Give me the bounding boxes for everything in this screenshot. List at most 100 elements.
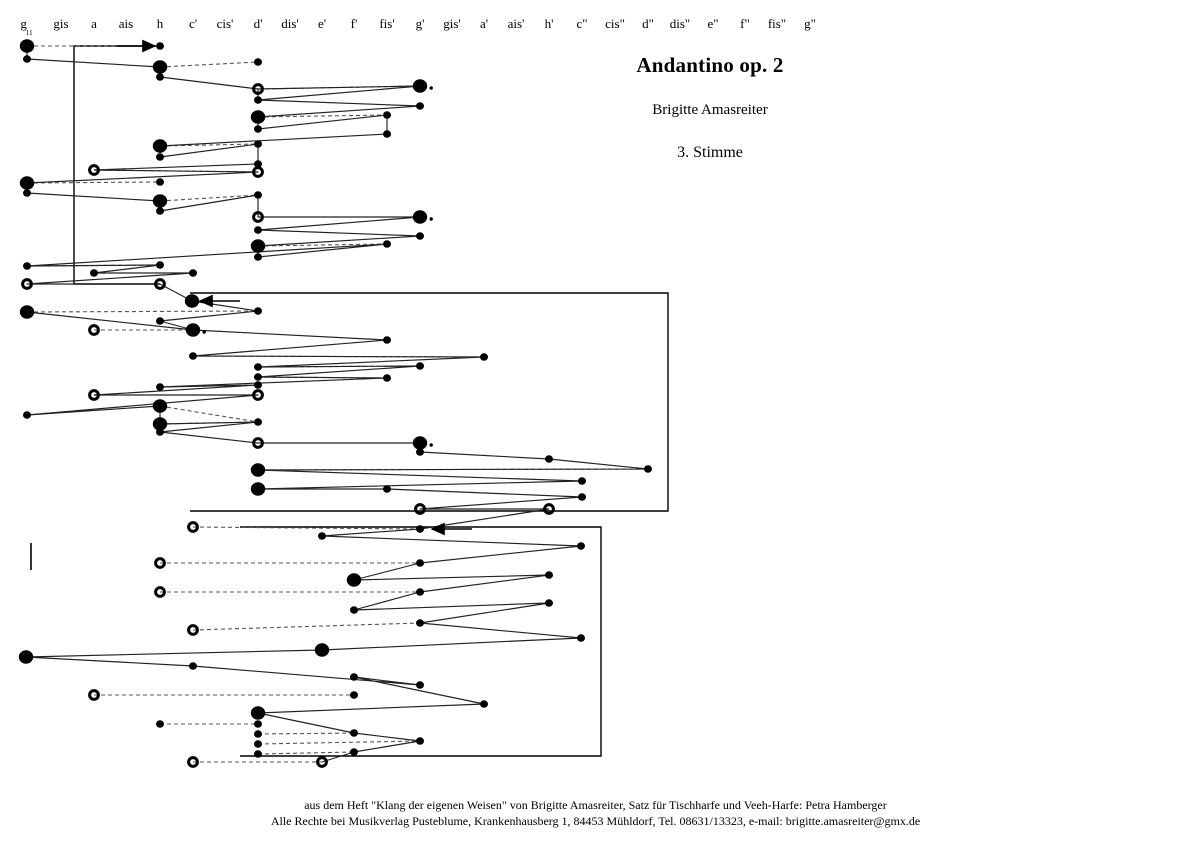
note-whole-18 (88, 164, 100, 176)
note-half-10 (250, 110, 266, 124)
note-quarter-74 (416, 525, 424, 533)
note-quarter-103 (350, 748, 358, 756)
note-quarter-13 (383, 130, 391, 138)
note-whole-77 (154, 557, 166, 569)
note-quarter-92 (416, 681, 424, 689)
note-quarter-86 (416, 619, 424, 627)
note-quarter-90 (189, 662, 197, 670)
note-quarter-25 (156, 207, 164, 215)
pitch-label-4: h (157, 17, 164, 30)
pitch-label-19: d" (642, 17, 654, 30)
part-designation: 3. Stimme (677, 144, 743, 161)
note-quarter-91 (350, 673, 358, 681)
note-quarter-60 (156, 428, 164, 436)
pitch-label-12: g' (416, 17, 425, 30)
pitch-label-text: cis" (605, 16, 625, 31)
pitch-label-23: fis" (768, 17, 786, 30)
note-quarter-95 (480, 700, 488, 708)
melody-line-9 (25, 508, 582, 763)
note-quarter-64 (545, 455, 553, 463)
note-quarter-34 (156, 261, 164, 269)
note-half-89 (18, 650, 34, 664)
note-whole-73 (187, 521, 199, 533)
pitch-label-text: gis (53, 16, 69, 31)
note-half-7 (412, 79, 428, 93)
note-whole-55 (252, 389, 264, 401)
note-half-3 (152, 60, 168, 74)
pitch-label-text: c' (188, 16, 198, 31)
pitch-label-text: e' (317, 16, 327, 31)
note-quarter-47 (480, 353, 488, 361)
note-quarter-32 (254, 253, 262, 261)
note-whole-61 (252, 437, 264, 449)
note-quarter-102 (254, 740, 262, 748)
note-quarter-56 (23, 411, 31, 419)
note-half-0 (19, 39, 35, 53)
melody-line-3 (26, 169, 420, 218)
note-quarter-21 (156, 178, 164, 186)
augmentation-dot-27 (429, 217, 433, 221)
pitch-label-6: cis' (217, 17, 234, 30)
note-quarter-2 (23, 55, 31, 63)
pitch-label-8: dis' (281, 17, 299, 30)
note-quarter-15 (254, 140, 262, 148)
note-quarter-17 (254, 160, 262, 168)
note-whole-37 (21, 278, 33, 290)
duration-dash-34 (257, 751, 355, 755)
footer-line-2: Alle Rechte bei Musikverlag Pusteblume, … (270, 814, 921, 829)
melody-line-4 (26, 216, 421, 302)
note-quarter-99 (350, 729, 358, 737)
note-quarter-52 (156, 383, 164, 391)
pitch-label-24: g" (804, 17, 816, 30)
note-whole-43 (88, 324, 100, 336)
pitch-label-text: gis' (443, 16, 461, 31)
title-block: Andantino op. 2 Brigitte Amasreiter 3. S… (520, 52, 900, 163)
pitch-label-text: d" (642, 16, 654, 31)
note-quarter-36 (189, 269, 197, 277)
duration-dash-3 (257, 114, 388, 118)
pitch-label-subscript: 11 (25, 28, 33, 37)
note-half-39 (184, 294, 200, 308)
pitch-label-text: h' (544, 16, 554, 31)
note-whole-6 (252, 83, 264, 95)
note-quarter-49 (416, 362, 424, 370)
duration-dash-13 (26, 310, 259, 313)
note-quarter-104 (254, 750, 262, 758)
pitch-label-text: d' (253, 16, 263, 31)
pitch-label-10: f' (351, 17, 358, 30)
note-quarter-42 (156, 317, 164, 325)
pitch-label-0: g11 (20, 17, 33, 37)
pitch-label-21: e" (707, 17, 718, 30)
note-quarter-87 (577, 634, 585, 642)
pitch-label-7: d' (254, 17, 263, 30)
note-quarter-66 (644, 465, 652, 473)
pitch-label-15: ais' (508, 17, 525, 30)
note-quarter-8 (254, 96, 262, 104)
note-quarter-29 (416, 232, 424, 240)
pitch-label-text: cis' (216, 16, 234, 31)
note-whole-26 (252, 211, 264, 223)
performance-marks (30, 39, 472, 570)
note-whole-19 (252, 166, 264, 178)
note-quarter-46 (189, 352, 197, 360)
note-whole-72 (543, 503, 555, 515)
note-half-68 (250, 482, 266, 496)
pitch-label-text: f' (350, 16, 358, 31)
note-quarter-69 (383, 485, 391, 493)
pitch-label-18: cis" (605, 17, 625, 30)
note-quarter-82 (416, 588, 424, 596)
page-title: Andantino op. 2 (636, 53, 784, 77)
note-quarter-4 (254, 58, 262, 66)
pitch-label-16: h' (545, 17, 554, 30)
note-quarter-63 (416, 448, 424, 456)
note-quarter-5 (156, 73, 164, 81)
pitch-label-text: fis" (767, 16, 787, 31)
pitch-label-text: ais (118, 16, 134, 31)
pitch-label-3: ais (119, 17, 133, 30)
pitch-label-text: g" (804, 16, 816, 31)
note-quarter-76 (577, 542, 585, 550)
note-whole-106 (316, 756, 328, 768)
duration-dash-20 (159, 405, 259, 423)
note-quarter-97 (254, 720, 262, 728)
